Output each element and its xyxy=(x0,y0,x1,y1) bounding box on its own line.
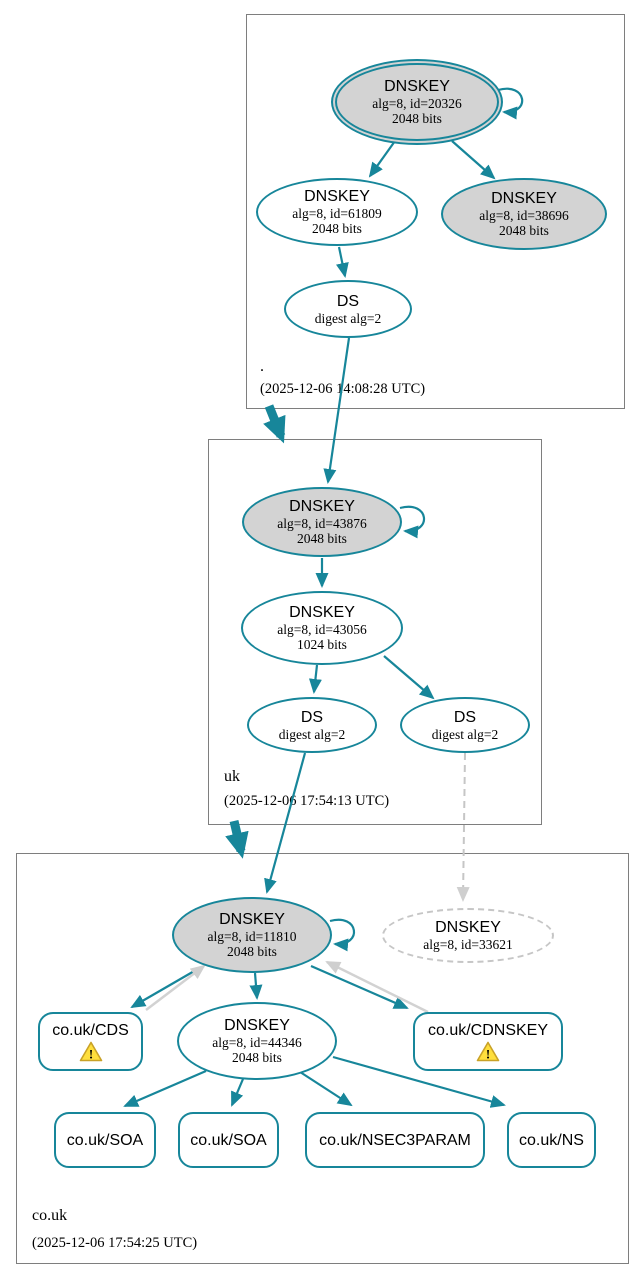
rrset-label: co.uk/CDS xyxy=(52,1022,129,1039)
node-detail: alg=8, id=43056 xyxy=(277,622,367,637)
node-title: DNSKEY xyxy=(384,78,450,95)
node-detail: 2048 bits xyxy=(312,221,362,236)
node-detail: alg=8, id=33621 xyxy=(423,937,513,952)
node-detail: alg=8, id=11810 xyxy=(207,929,297,944)
node-detail: 2048 bits xyxy=(227,944,277,959)
dnskey-node-root-ksk-inner: DNSKEY alg=8, id=20326 2048 bits xyxy=(335,63,499,141)
zone-label-uk: uk xyxy=(224,768,240,785)
ds-node-uk-right[interactable]: DS digest alg=2 xyxy=(400,697,530,753)
svg-text:!: ! xyxy=(486,1047,490,1062)
zone-label-root: . xyxy=(260,358,264,375)
node-title: DNSKEY xyxy=(224,1017,290,1034)
node-detail: alg=8, id=61809 xyxy=(292,206,382,221)
rrset-node-couk-cdnskey[interactable]: co.uk/CDNSKEY ! xyxy=(413,1012,563,1071)
node-title: DS xyxy=(453,708,477,726)
rrset-node-couk-cds[interactable]: co.uk/CDS ! xyxy=(38,1012,143,1071)
node-detail: alg=8, id=20326 xyxy=(372,96,462,111)
warning-icon: ! xyxy=(476,1041,500,1062)
node-title: DNSKEY xyxy=(289,604,355,621)
node-detail: digest alg=2 xyxy=(314,310,382,326)
node-detail: digest alg=2 xyxy=(431,726,499,742)
rrset-label: co.uk/CDNSKEY xyxy=(427,1022,549,1039)
dnskey-node-couk-missing[interactable]: DNSKEY alg=8, id=33621 xyxy=(382,908,554,963)
node-detail: alg=8, id=44346 xyxy=(212,1035,302,1050)
edge-delegation-uk-couk xyxy=(225,819,249,859)
ds-node-root[interactable]: DS digest alg=2 xyxy=(284,280,412,338)
rrset-label: co.uk/SOA xyxy=(66,1131,144,1149)
dnskey-node-root-38696[interactable]: DNSKEY alg=8, id=38696 2048 bits xyxy=(441,178,607,250)
node-title: DNSKEY xyxy=(304,188,370,205)
node-detail: 2048 bits xyxy=(297,531,347,546)
zone-timestamp-root: (2025-12-06 14:08:28 UTC) xyxy=(260,381,426,397)
zone-timestamp-couk: (2025-12-06 17:54:25 UTC) xyxy=(32,1235,198,1251)
dnskey-node-root-zsk[interactable]: DNSKEY alg=8, id=61809 2048 bits xyxy=(256,178,418,246)
rrset-node-couk-nsec3param[interactable]: co.uk/NSEC3PARAM xyxy=(305,1112,485,1168)
rrset-label: co.uk/SOA xyxy=(190,1131,267,1149)
dnskey-node-couk-ksk[interactable]: DNSKEY alg=8, id=11810 2048 bits xyxy=(172,897,332,973)
ds-node-uk-left[interactable]: DS digest alg=2 xyxy=(247,697,377,753)
rrset-label: co.uk/NS xyxy=(519,1131,584,1149)
node-detail: 2048 bits xyxy=(232,1050,282,1065)
node-title: DS xyxy=(300,708,324,726)
node-detail: 2048 bits xyxy=(392,111,442,126)
rrset-node-couk-soa-2[interactable]: co.uk/SOA xyxy=(178,1112,279,1168)
node-title: DS xyxy=(336,292,360,310)
warning-icon: ! xyxy=(79,1041,102,1062)
dnskey-node-couk-zsk[interactable]: DNSKEY alg=8, id=44346 2048 bits xyxy=(177,1002,337,1080)
node-title: DNSKEY xyxy=(289,498,355,515)
node-detail: 1024 bits xyxy=(297,637,347,652)
node-detail: alg=8, id=43876 xyxy=(277,516,367,531)
dnskey-node-uk-ksk[interactable]: DNSKEY alg=8, id=43876 2048 bits xyxy=(242,487,402,557)
rrset-label: co.uk/NSEC3PARAM xyxy=(319,1131,471,1149)
node-detail: 2048 bits xyxy=(499,223,549,238)
dnskey-node-root-ksk[interactable]: DNSKEY alg=8, id=20326 2048 bits xyxy=(331,59,503,145)
zone-label-couk: co.uk xyxy=(32,1207,68,1224)
node-title: DNSKEY xyxy=(435,919,501,936)
rrset-node-couk-soa-1[interactable]: co.uk/SOA xyxy=(54,1112,156,1168)
node-detail: alg=8, id=38696 xyxy=(479,208,569,223)
edge-delegation-root-uk xyxy=(263,404,286,444)
node-detail: digest alg=2 xyxy=(278,726,346,742)
svg-text:!: ! xyxy=(88,1047,92,1062)
zone-timestamp-uk: (2025-12-06 17:54:13 UTC) xyxy=(224,793,390,809)
node-title: DNSKEY xyxy=(491,190,557,207)
node-title: DNSKEY xyxy=(219,911,285,928)
dnskey-node-uk-zsk[interactable]: DNSKEY alg=8, id=43056 1024 bits xyxy=(241,591,403,665)
rrset-node-couk-ns[interactable]: co.uk/NS xyxy=(507,1112,596,1168)
